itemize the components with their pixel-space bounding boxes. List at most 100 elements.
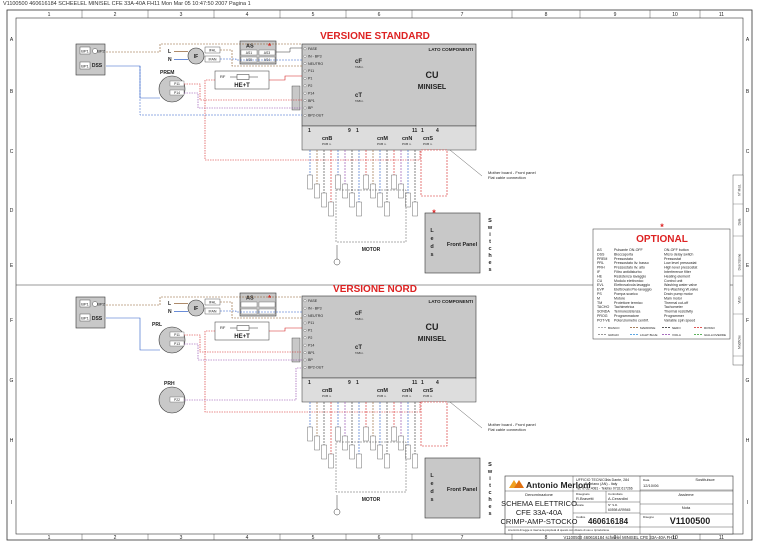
leds-letter: L (430, 228, 434, 234)
switches-letter: S (488, 462, 492, 468)
motor-block-nord (335, 441, 407, 493)
cu-pin-dot (303, 84, 307, 88)
motor-label-nord: MOTOR (362, 497, 381, 503)
ct-sub-label-nord: TAB n. (355, 351, 364, 355)
connector-strip-nord (301, 377, 477, 403)
bp2-contact-nord (92, 301, 98, 307)
disegnato-value: R.Bravetti (576, 496, 594, 501)
as-terminal-4-nord (258, 308, 276, 315)
prl-pressostat (158, 326, 186, 354)
legend-color-name: ROSSO (704, 326, 716, 330)
component-block (335, 174, 341, 190)
cu-pin-dot (303, 343, 307, 347)
switches-letter: i (489, 476, 491, 482)
column-label-top: 5 (312, 12, 315, 18)
denominazione-line-2: CFE 33A-40A (516, 508, 562, 517)
legend-english: High level pressostat (664, 266, 697, 270)
cu-pin-dot (303, 54, 307, 58)
column-label-top: 8 (545, 12, 548, 18)
revision-strip-label: N° Mod. (738, 184, 742, 196)
legend-code: EVL (597, 283, 604, 287)
component-block (398, 435, 404, 451)
legend-italian: Programmatore (614, 314, 639, 318)
cns-pin-1-nord: 1 (421, 380, 424, 386)
cu-pin-label: IN - BP3 (308, 54, 322, 58)
cu-pin-dot (303, 321, 307, 325)
component-block (405, 444, 411, 460)
row-label-right: E (746, 263, 750, 269)
row-label-right: G (746, 378, 750, 384)
bp2-contact (92, 48, 98, 54)
prl-terminal-1 (169, 331, 185, 338)
row-label-left: E (10, 263, 14, 269)
legend-italian: Elettrovalvola lavaggio (614, 283, 650, 287)
line-n-label: N (168, 57, 172, 63)
column-label-bottom: 3 (180, 535, 183, 541)
cu-pin-label: BP (308, 106, 313, 110)
component-block (342, 183, 348, 199)
bp-contact-lower (79, 61, 91, 70)
switches-letter: s (488, 267, 491, 273)
column-label-top: 1 (48, 12, 51, 18)
wiring-nord (106, 296, 421, 413)
legend-english: Washing water valve (664, 283, 697, 287)
disegno-label: Disegno (643, 515, 654, 519)
ct-label: cT (355, 93, 362, 99)
cf-sub-label: TAB n. (355, 65, 364, 69)
switches-letter: e (488, 260, 491, 266)
interference-filter-nord (187, 299, 205, 317)
office-line-1: UFFICIO TECNICO (576, 478, 608, 482)
as1-label: AS1 (246, 51, 253, 55)
cu-pin-dot (303, 351, 307, 354)
legend-english: Low level pressostat (664, 261, 697, 265)
lato-componenti-label: LATO COMPONENTI (429, 47, 474, 52)
switches-letter: i (489, 232, 491, 238)
legend-italian: Modulo elettronico (614, 279, 643, 283)
row-label-left: A (10, 37, 14, 43)
legend-english: Main motor (664, 296, 683, 300)
title-block (504, 475, 734, 535)
component-block (356, 201, 362, 217)
cu-pin-dot (303, 91, 307, 95)
prl-label: PRL (152, 322, 162, 328)
cnm-pin-1: 1 (356, 128, 359, 134)
cu-pin-dot (303, 358, 307, 362)
cu-pin-dot (303, 366, 307, 369)
legend-italian: Filtro antidisturbo (614, 270, 642, 274)
legend-english: Drain pump motor (664, 292, 694, 296)
legend-english: Variable spin speed (664, 318, 695, 322)
motherboard-note-2: Flat cable connection (488, 175, 526, 180)
lato-componenti-label-nord: LATO COMPONENTI (429, 299, 474, 304)
dss-label-nord: DSS (92, 316, 103, 322)
legend-color-name: GIALLO/VERDE (704, 333, 726, 337)
component-block (370, 435, 376, 451)
as3-label: AS3 (264, 51, 271, 55)
cu-pin-label: BP1 (308, 99, 315, 103)
legend-english: Tachometer (664, 305, 684, 309)
cu-board-standard (301, 43, 477, 127)
legend-code: PREM (597, 257, 607, 261)
bp-contact-lower-nord (79, 313, 91, 322)
legend-code: TM (597, 301, 602, 305)
bp1-label-nord: BP1 (81, 302, 89, 307)
side-connector-nord (291, 337, 301, 363)
legend-code: HE (597, 274, 603, 278)
prh-terminal (169, 396, 185, 403)
legend-english: Pressostat (664, 257, 681, 261)
revision-strip-label: Data (738, 218, 742, 225)
cnb-pin-9: 9 (348, 128, 351, 134)
revision-strip-label: Modifiche (738, 335, 742, 349)
component-block (307, 426, 313, 442)
bp1-label: BP1 (81, 49, 89, 54)
column-label-bottom: 5 (312, 535, 315, 541)
cu-pin-dot (303, 62, 307, 65)
nord-title: VERSIONE NORD (333, 284, 417, 295)
legend-color-name: LIGHT BLUE (640, 333, 657, 337)
cnn-pcb-label-nord: PCB n. (402, 394, 412, 398)
ground-symbol-nord (333, 508, 341, 516)
legend-color-name: VIOLA (672, 333, 681, 337)
switches-letter: w (487, 225, 493, 231)
bp2-label-nord: BP2 (97, 302, 105, 307)
